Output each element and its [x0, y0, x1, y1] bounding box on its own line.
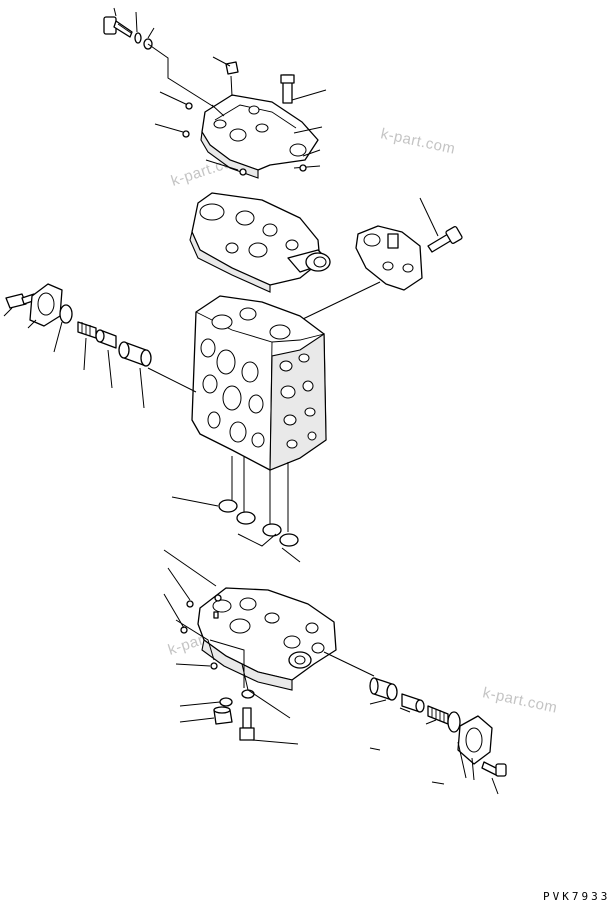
section-port: [262, 223, 278, 237]
left-spool-sleeve: [118, 341, 152, 367]
section-port: [248, 242, 268, 258]
right-spool-set: [323, 651, 507, 795]
section-port: [285, 239, 299, 251]
cover-nut: [225, 61, 239, 75]
section-port: [235, 210, 255, 226]
o-ring: [236, 511, 256, 525]
top-cover: [154, 56, 327, 179]
right-spool-cap: [401, 693, 425, 713]
cover-hole: [248, 105, 260, 115]
right-o-ring: [447, 711, 461, 733]
watermark-top-right: k-part.com: [379, 125, 457, 157]
o-ring: [218, 499, 238, 513]
side-block: [279, 197, 463, 331]
left-spool-cap: [95, 329, 117, 349]
lower-valve-section: [197, 587, 337, 691]
left-spool-set: [3, 283, 197, 409]
right-spring: [427, 705, 449, 725]
upper-valve-section: [189, 192, 331, 293]
lower-plug: [213, 706, 233, 725]
right-bolt: [481, 761, 507, 777]
right-spool-sleeve: [369, 677, 398, 701]
top-left-bolt: [103, 16, 133, 38]
watermark-bottom-right: k-part.com: [481, 684, 559, 716]
left-spring: [77, 321, 97, 339]
left-o-ring: [59, 304, 73, 324]
top-left-spring-washer: [134, 32, 142, 44]
right-end-cover: [457, 715, 493, 765]
cover-hole: [289, 143, 307, 157]
section-port: [225, 242, 239, 254]
upper-section-plug: [287, 249, 331, 273]
main-valve-body: [191, 295, 327, 471]
cover-hole: [229, 128, 247, 142]
side-block-bolt: [427, 226, 463, 253]
o-ring-set: [171, 456, 301, 563]
left-end-cover: [29, 283, 63, 327]
lower-bolt: [239, 707, 255, 741]
o-ring: [279, 533, 299, 547]
cover-hole: [255, 123, 269, 133]
o-ring: [262, 523, 282, 537]
section-port: [199, 203, 225, 221]
drawing-code: PVK7933: [543, 890, 610, 903]
cover-hole: [213, 119, 227, 129]
lower-washer: [241, 689, 255, 699]
lower-fastener-set: [163, 549, 299, 745]
top-bolt-set: [103, 7, 223, 113]
lower-o-ring: [219, 697, 233, 707]
